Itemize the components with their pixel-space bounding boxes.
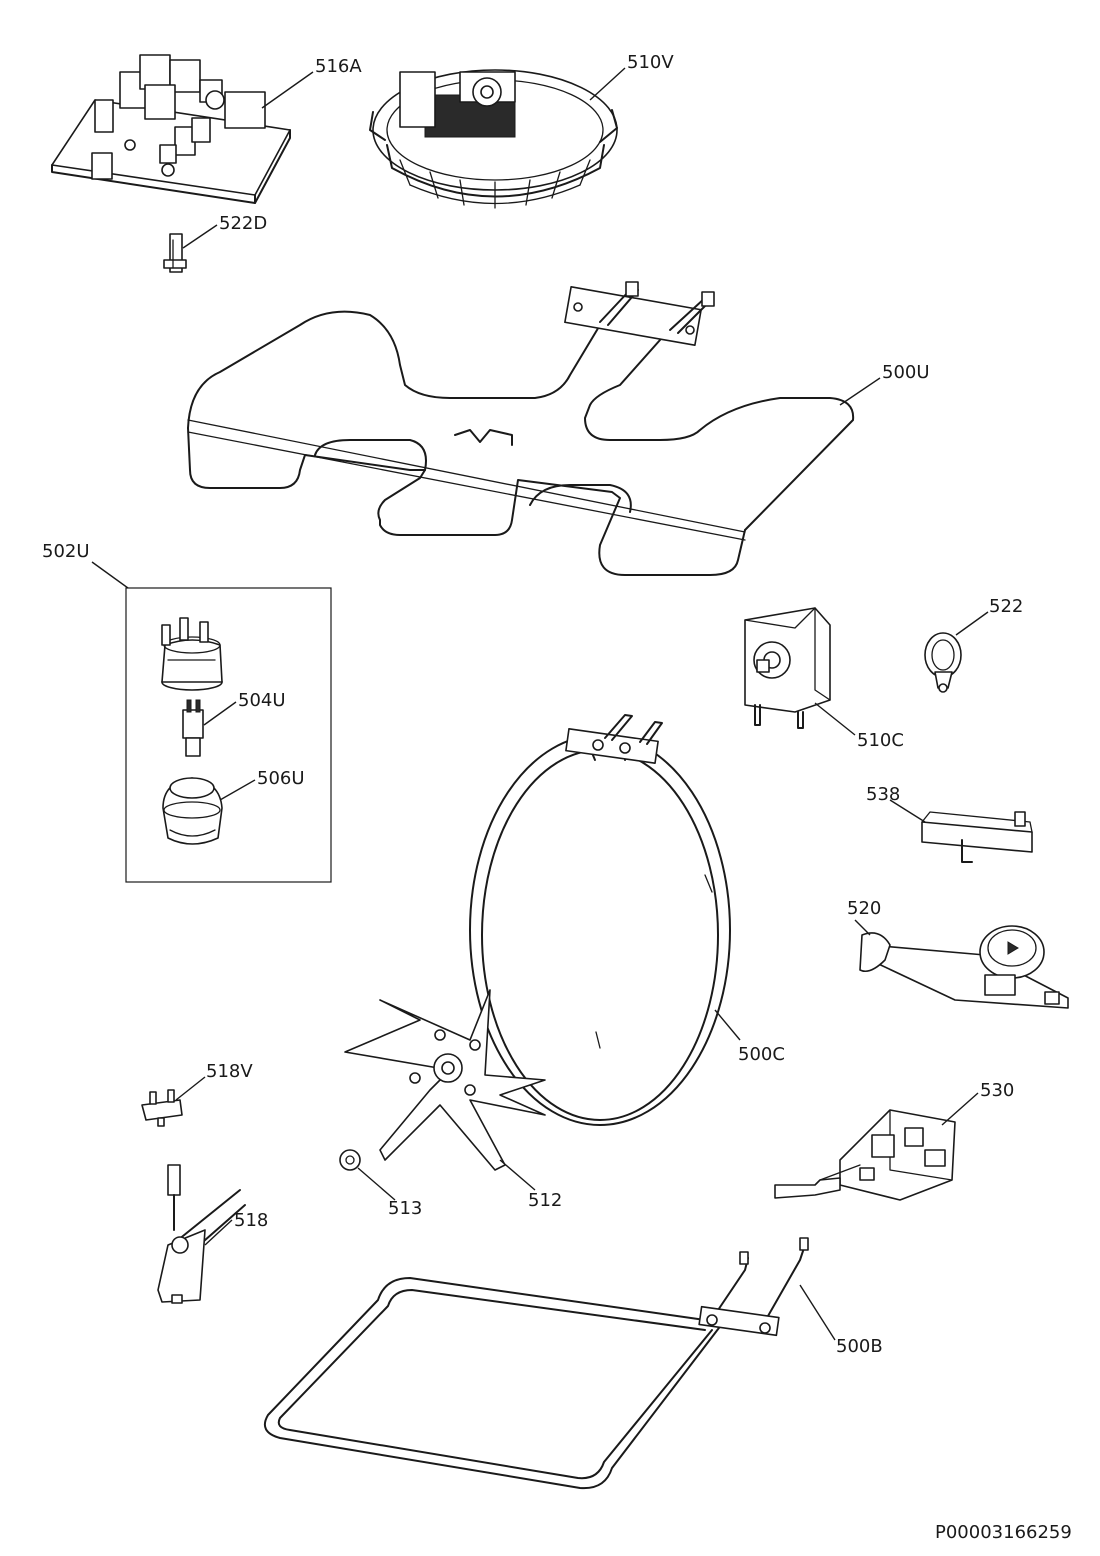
callout-518: 518	[234, 1210, 268, 1231]
part-502U-lamp-holder	[161, 617, 223, 691]
part-522-clip	[924, 632, 962, 693]
part-530-electronic-board	[774, 1109, 956, 1201]
callout-506U: 506U	[257, 768, 305, 789]
callout-516A: 516A	[315, 56, 362, 77]
callout-502U: 502U	[42, 541, 90, 562]
leader-504U	[203, 701, 237, 726]
part-510C-motor	[744, 607, 831, 729]
leader-518V	[175, 1076, 206, 1101]
leader-513	[357, 1167, 396, 1201]
leader-522	[955, 611, 989, 636]
callout-522: 522	[989, 596, 1023, 617]
callout-504U: 504U	[238, 690, 286, 711]
callout-500B: 500B	[836, 1336, 883, 1357]
callout-510V: 510V	[627, 52, 674, 73]
leader-512	[499, 1159, 536, 1191]
callout-518V: 518V	[206, 1061, 253, 1082]
part-510V-fan-motor	[369, 69, 618, 209]
leader-500C	[714, 1009, 741, 1041]
leader-522D	[182, 224, 218, 249]
callout-510C: 510C	[857, 730, 904, 751]
part-504U-bulb	[182, 699, 204, 757]
callout-513: 513	[388, 1198, 422, 1219]
leader-506U	[219, 779, 256, 801]
callout-500U: 500U	[882, 362, 930, 383]
part-513-nut	[339, 1149, 361, 1171]
leader-500U	[839, 377, 881, 406]
leader-510V	[589, 67, 626, 101]
callout-500C: 500C	[738, 1044, 785, 1065]
callout-520: 520	[847, 898, 881, 919]
part-518-sensor-probe	[157, 1164, 246, 1304]
part-500C-circular-heating-element	[469, 714, 731, 1126]
part-518V-switch	[141, 1089, 183, 1127]
callout-530: 530	[980, 1080, 1014, 1101]
callout-522D: 522D	[219, 213, 267, 234]
part-522D-connector	[163, 233, 187, 273]
leader-518	[204, 1219, 233, 1246]
part-516A-circuit-board	[51, 54, 291, 204]
callout-538: 538	[866, 784, 900, 805]
part-506U-lamp-cover	[162, 777, 223, 845]
part-520-timer-switch	[859, 925, 1069, 1009]
part-500U-upper-heating-element	[187, 281, 855, 576]
leader-510C	[814, 702, 856, 736]
leader-502U	[91, 561, 129, 589]
leader-520	[854, 919, 871, 936]
leader-500B	[799, 1284, 836, 1341]
callout-512: 512	[528, 1190, 562, 1211]
group-502U-box	[125, 587, 332, 883]
leader-530	[941, 1092, 979, 1126]
part-512-fan-blade	[344, 989, 546, 1171]
part-538-terminal-block	[921, 811, 1033, 863]
leader-538	[889, 799, 926, 823]
leader-516A	[261, 71, 314, 109]
document-id: P00003166259	[935, 1522, 1072, 1543]
part-500B-lower-heating-element	[264, 1237, 809, 1490]
